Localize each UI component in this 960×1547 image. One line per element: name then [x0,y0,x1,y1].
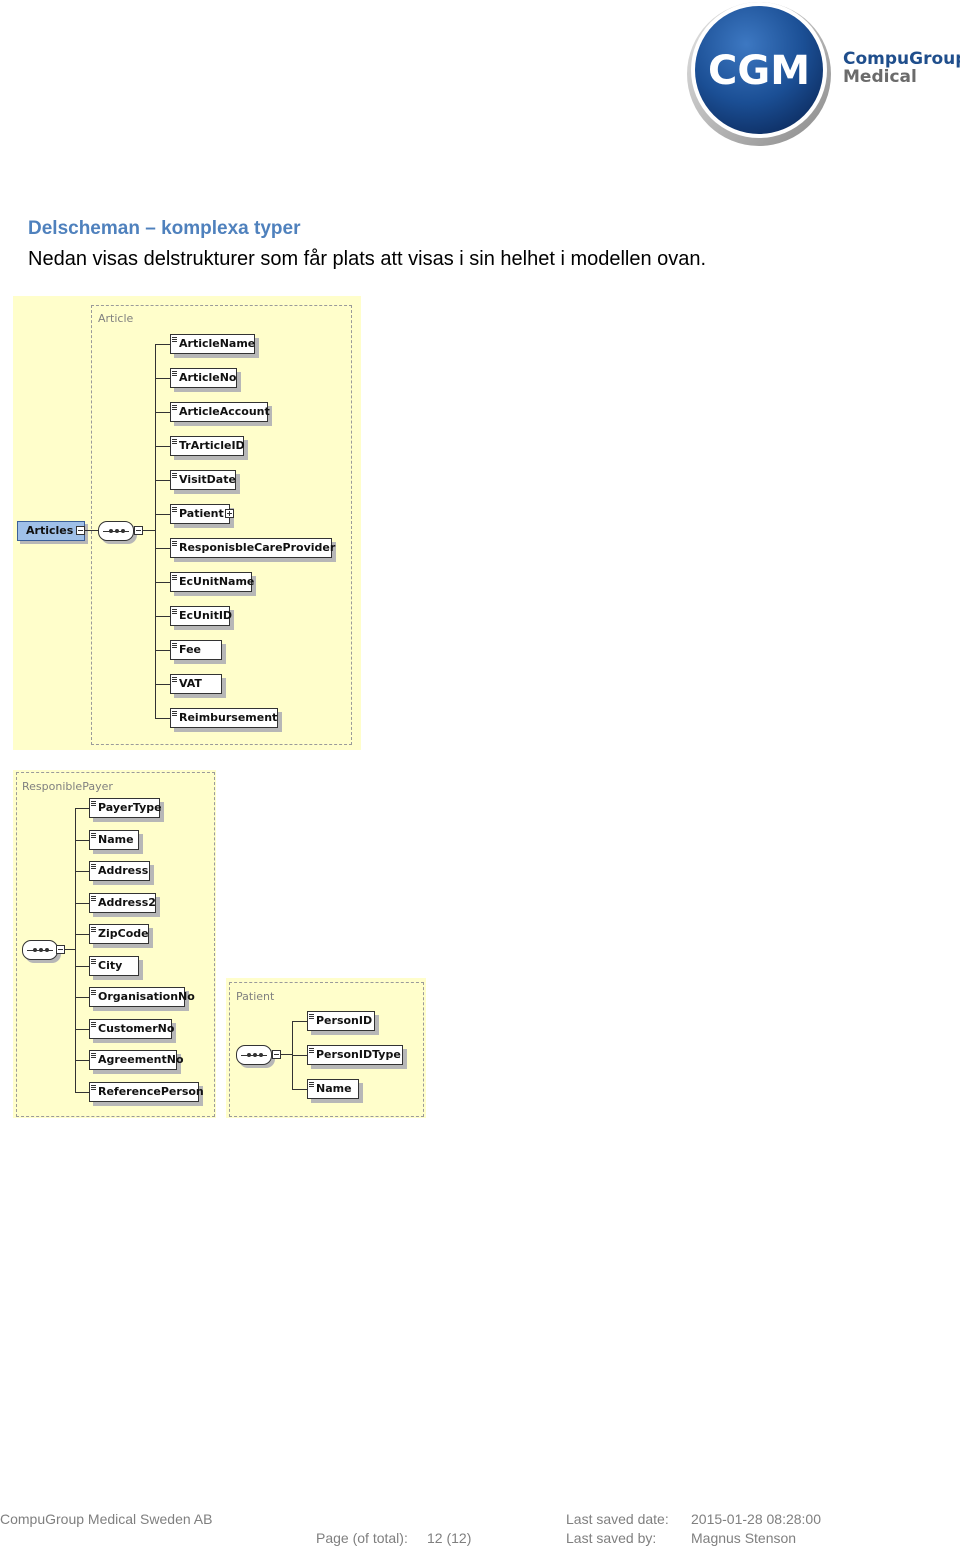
cgm-logo-icon: CGM [687,2,831,146]
article-sequence-collapse-icon[interactable] [134,526,143,535]
footer-saved-date-label: Last saved date: [566,1511,669,1527]
footer-saved-date-value: 2015-01-28 08:28:00 [691,1511,821,1527]
article-child-node[interactable]: VAT [170,674,222,694]
article-sequence-icon [98,521,134,541]
payer-child-node[interactable]: ZipCode [89,924,149,944]
intro-paragraph: Nedan visas delstrukturer som får plats … [28,248,707,270]
footer-saved-by-label: Last saved by: [566,1530,657,1546]
payer-child-node[interactable]: AgreementNo [89,1050,184,1070]
logo-company-name: CompuGroup [843,49,960,69]
patient-frame-label: Patient [236,990,275,1003]
article-child-node[interactable]: Reimbursement [170,708,278,728]
payer-child-node[interactable]: OrganisationNo [89,987,195,1007]
patient-diagram: Patient PersonID PersonIDType Name [226,978,426,1118]
article-frame-label: Article [98,312,134,325]
article-child-node[interactable]: EcUnitID [170,606,232,626]
patient-sequence-icon [236,1045,272,1065]
payer-frame [16,772,215,1117]
payer-child-node[interactable]: CustomerNo [89,1019,174,1039]
responible-payer-diagram: ResponiblePayer PayerType Name Address A… [13,770,216,1118]
payer-child-node[interactable]: City [89,956,139,976]
article-child-node[interactable]: ArticleAccount [170,402,270,422]
article-child-node[interactable]: ArticleNo [170,368,237,388]
payer-child-node[interactable]: ReferencePerson [89,1082,204,1102]
article-child-node[interactable]: VisitDate [170,470,236,490]
article-child-node[interactable]: Fee [170,640,222,660]
patient-child-node[interactable]: Name [307,1079,359,1099]
articles-collapse-icon[interactable] [76,526,85,535]
patient-sequence-collapse-icon[interactable] [272,1050,281,1059]
footer-company: CompuGroup Medical Sweden AB [0,1511,213,1527]
svg-text:CGM: CGM [708,48,810,94]
payer-frame-label: ResponiblePayer [22,780,113,793]
payer-child-node[interactable]: Address [89,861,150,881]
article-child-node[interactable]: ResponisbleCareProvider [170,538,335,558]
logo-company-sub: Medical [843,67,917,87]
payer-sequence-collapse-icon[interactable] [56,945,65,954]
payer-sequence-icon [22,940,58,960]
patient-child-node[interactable]: PersonID [307,1011,375,1031]
article-child-node[interactable]: TrArticleID [170,436,245,456]
article-frame [91,305,352,745]
patient-expand-icon[interactable] [225,509,234,518]
payer-child-node[interactable]: Address2 [89,893,156,913]
patient-frame [229,982,424,1117]
cgm-logo: CGM CompuGroup Medical [680,0,960,150]
section-heading: Delscheman – komplexa typer [28,218,301,239]
article-diagram: Article Articles ArticleName ArticleNo A… [13,296,361,750]
footer-page-value: 12 (12) [427,1530,472,1546]
payer-child-node[interactable]: PayerType [89,798,162,818]
article-child-node[interactable]: ArticleName [170,334,255,354]
footer-page-label: Page (of total): [316,1530,408,1546]
footer-saved-by-value: Magnus Stenson [691,1530,797,1546]
article-child-node[interactable]: EcUnitName [170,572,254,592]
payer-child-node[interactable]: Name [89,830,139,850]
patient-child-node[interactable]: PersonIDType [307,1045,403,1065]
article-child-node-patient[interactable]: Patient [170,504,230,524]
articles-root-node[interactable]: Articles [17,521,85,541]
